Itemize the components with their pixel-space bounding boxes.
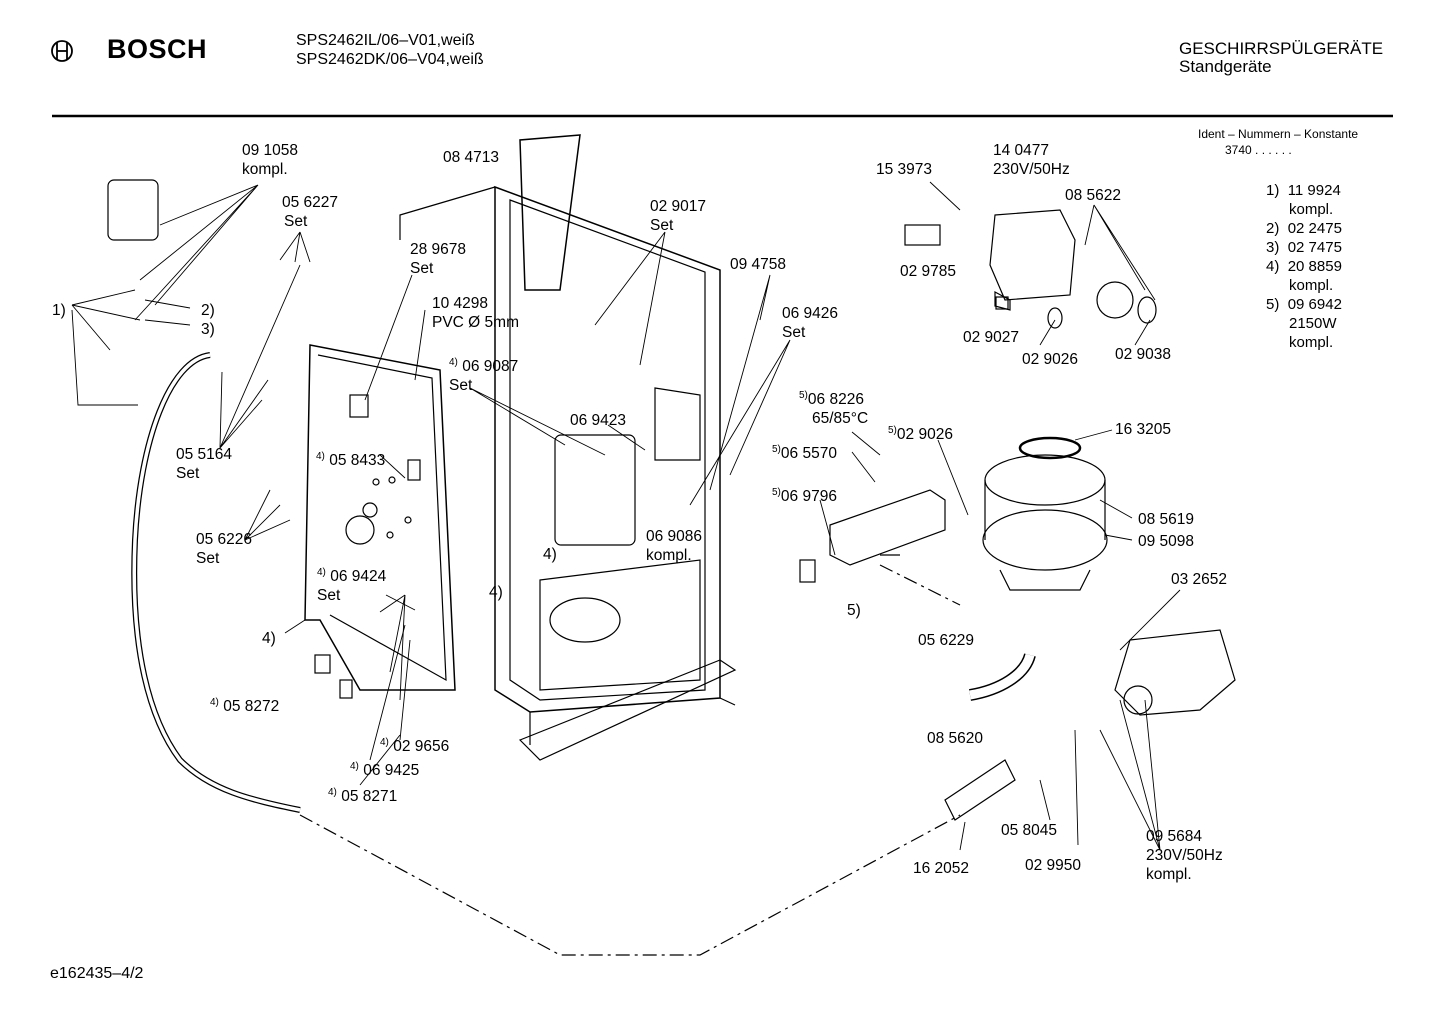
part-label: 4) 05 8271 — [328, 787, 398, 805]
circulation-pump — [989, 209, 1157, 329]
bosch-logo-icon — [51, 40, 73, 62]
ident-item: 3) 02 7475 — [1266, 239, 1342, 256]
part-label: 4) — [489, 584, 503, 601]
part-label: 02 9785 — [900, 263, 957, 280]
part-label: 4) 06 9425 — [350, 761, 420, 779]
part-label: 3) — [201, 321, 215, 338]
part-label: 08 5622 — [1065, 187, 1122, 204]
part-label: 02 9027 — [963, 329, 1020, 346]
part-label: 05 8045 — [1001, 822, 1058, 839]
category-subtitle: Standgeräte — [1179, 57, 1272, 76]
part-label: 5)06 9796 — [772, 487, 837, 505]
small-parts — [107, 134, 1009, 699]
ident-value: 3740 . . . . . . — [1225, 143, 1292, 157]
part-label: 4) — [262, 630, 276, 647]
model-line-1: SPS2462IL/06–V01,weiß — [296, 32, 475, 49]
ident-item: 5) 09 6942 — [1266, 296, 1342, 313]
part-label: 4) 05 8272 — [210, 697, 280, 715]
part-label: 4) 05 8433 — [316, 451, 386, 469]
power-cable — [131, 352, 301, 813]
part-label: 08 4713 — [443, 149, 500, 166]
ident-item: kompl. — [1289, 201, 1334, 218]
part-label: 03 2652 — [1171, 571, 1228, 588]
part-label: 09 4758 — [730, 256, 787, 273]
part-label: 02 9038 — [1115, 346, 1172, 363]
part-label: 16 2052 — [913, 860, 970, 877]
part-label: 2) — [201, 302, 215, 319]
part-label: 16 3205 — [1115, 421, 1172, 438]
part-label: 08 5620 — [927, 730, 984, 747]
part-label: 05 6229 — [918, 632, 975, 649]
ident-item: 2150W — [1289, 315, 1337, 332]
brand-wordmark: BOSCH — [107, 34, 208, 64]
part-label: 09 5098 — [1138, 533, 1195, 550]
connection-line — [299, 814, 961, 956]
cabinet-frame — [399, 185, 737, 761]
part-label: 15 3973 — [876, 161, 933, 178]
ident-item: 4) 20 8859 — [1266, 258, 1342, 275]
part-label: 02 9950 — [1025, 857, 1082, 874]
model-line-2: SPS2462DK/06–V04,weiß — [296, 51, 484, 68]
part-label: 4) 02 9656 — [380, 737, 450, 755]
part-label: 1) — [52, 302, 66, 319]
part-label: 5)02 9026 — [888, 425, 953, 443]
part-label: 4) — [543, 546, 557, 563]
ident-list: 1) 11 9924 kompl. 2) 02 2475 3) 02 7475 … — [1266, 181, 1342, 352]
sump-assembly — [982, 436, 1108, 591]
part-label: 5) — [847, 602, 861, 619]
leader-lines — [71, 181, 1181, 851]
category-title: GESCHIRRSPÜLGERÄTE — [1179, 39, 1384, 58]
part-label: 02 9026 — [1022, 351, 1079, 368]
ident-item: kompl. — [1289, 277, 1334, 294]
drain-hose — [944, 759, 1016, 821]
ident-title: Ident – Nummern – Konstante — [1198, 127, 1359, 141]
side-panel — [304, 344, 456, 691]
ident-item: 1) 11 9924 — [1266, 182, 1341, 199]
part-label: 06 9423 — [570, 412, 627, 429]
drain-pump — [1114, 629, 1236, 716]
document-code: e162435–4/2 — [50, 965, 144, 982]
heater-element — [829, 489, 946, 566]
ident-item: kompl. — [1289, 334, 1334, 351]
ident-item: 2) 02 2475 — [1266, 220, 1342, 237]
part-label: 5)06 5570 — [772, 444, 837, 462]
part-label: 08 5619 — [1138, 511, 1195, 528]
